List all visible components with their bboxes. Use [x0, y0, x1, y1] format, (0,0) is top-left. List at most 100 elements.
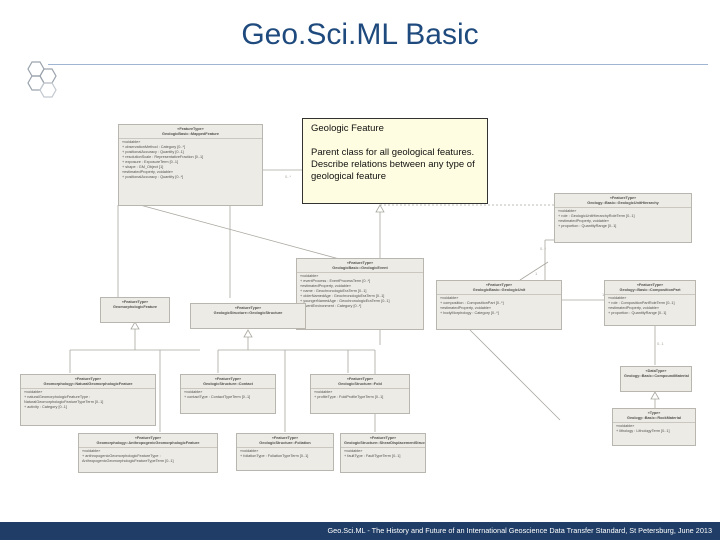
class-divider — [237, 447, 333, 448]
class-stereotype: «FeatureType» — [214, 377, 242, 381]
class-attribute: + shape : GM_Object [1] — [122, 165, 164, 169]
class-divider — [437, 294, 561, 295]
class-stereotype: «FeatureType» — [271, 436, 299, 440]
slide-title: Geo.Sci.ML Basic — [241, 18, 479, 51]
class-attribute: + positionalAccuracy : Quantity [0..1] — [122, 150, 184, 154]
class-stereotype: «FeatureType» — [346, 377, 374, 381]
class-attribute: + observationMethod : Category [0..*] — [122, 145, 186, 149]
class-attribute: + foliationType : FoliationTypeTerm [0..… — [240, 454, 309, 458]
class-name: GeomorphologicFeature — [112, 305, 158, 309]
class-name: GeologicBasic::MappedFeature — [162, 132, 219, 136]
class-name: Geology::Basic::CompoundMaterial — [624, 374, 689, 378]
class-name: GeologicStructure::Foliation — [259, 441, 311, 445]
class-divider — [311, 388, 409, 389]
class-attribute: + composition : CompositionPart [0..*] — [440, 301, 504, 305]
class-name: GeologicBasic::GeologicEvent — [332, 266, 388, 270]
class-divider — [119, 138, 262, 139]
class-name: Geology::Basic::RockMaterial — [626, 416, 681, 420]
class-contact: «FeatureType» GeologicStructure::Contact… — [180, 374, 276, 414]
class-attribute: + contactType : ContactTypeTerm [0..1] — [184, 395, 251, 399]
class-attribute: + olderNamedAge : GeochronologicEraTerm … — [300, 294, 385, 298]
class-stereotype: «Type» — [647, 411, 661, 415]
class-attribute: «voidable» — [184, 390, 203, 394]
class-attribute: «voidable» — [344, 449, 363, 453]
class-attribute: + role : GeologicUnitHierarchyRoleTerm [… — [558, 214, 635, 218]
class-attribute: «estimatedProperty, voidable» — [440, 306, 492, 310]
class-geologic-event: «FeatureType» GeologicBasic::GeologicEve… — [296, 258, 424, 330]
class-name: GeologicStructure::GeologicStructure — [213, 311, 283, 315]
class-rock-material: «Type» Geology::Basic::RockMaterial «voi… — [612, 408, 696, 446]
class-foliation: «FeatureType» GeologicStructure::Foliati… — [236, 433, 334, 471]
class-geologic-structure: «FeatureType» GeologicStructure::Geologi… — [190, 303, 306, 329]
class-name: Geomorphology::AnthropogenicGeomorpholog… — [96, 441, 200, 445]
class-attribute: «voidable» — [608, 296, 627, 300]
class-attribute: + naturalGeomorphologicFeatureType : Nat… — [24, 395, 104, 404]
class-attribute: + youngerNamedAge : GeochronologicEraTer… — [300, 299, 390, 303]
class-attribute: + positionalAccuracy : Quantity [0..*] — [122, 175, 184, 179]
class-stereotype: «DataType» — [645, 369, 667, 373]
class-natural-geomorphologic-feature: «FeatureType» Geomorphology::NaturalGeom… — [20, 374, 156, 426]
class-stereotype: «FeatureType» — [74, 377, 102, 381]
class-stereotype: «FeatureType» — [636, 283, 664, 287]
class-attribute: «estimatedProperty, voidable» — [558, 219, 610, 223]
class-composition-part: «FeatureType» Geology::Basic::Compositio… — [604, 280, 696, 326]
class-stereotype: «FeatureType» — [234, 306, 262, 310]
class-attribute: + faultType : FaultTypeTerm [0..1] — [344, 454, 401, 458]
class-shear-displacement-structure: «FeatureType» GeologicStructure::ShearDi… — [340, 433, 426, 473]
class-attribute: «voidable» — [122, 140, 141, 144]
class-name: Geomorphology::NaturalGeomorphologicFeat… — [43, 382, 133, 386]
class-stereotype: «FeatureType» — [485, 283, 513, 287]
class-compound-material: «DataType» Geology::Basic::CompoundMater… — [620, 366, 692, 392]
class-divider — [605, 294, 695, 295]
class-name: GeologicStructure::Fold — [338, 382, 382, 386]
class-attribute: «voidable» — [24, 390, 43, 394]
class-divider — [555, 207, 691, 208]
class-attribute: «estimatedProperty, voidable» — [122, 170, 174, 174]
class-attribute: + resolutionScale : RepresentativeFracti… — [122, 155, 204, 159]
class-attribute: «estimatedProperty, voidable» — [300, 284, 352, 288]
class-attribute: + name : GeochronologicEraTerm [0..1] — [300, 289, 367, 293]
class-attribute: + profileType : FoldProfileTypeTerm [0..… — [314, 395, 384, 399]
class-divider — [613, 422, 695, 423]
class-attribute: + proportion : QuantityRange [0..1] — [558, 224, 617, 228]
class-name: Geology::Basic::CompositionPart — [619, 288, 681, 292]
class-attribute: «voidable» — [558, 209, 577, 213]
class-attribute: «voidable» — [82, 449, 101, 453]
svg-text:0..1: 0..1 — [657, 341, 664, 346]
class-geomorphologic-feature: «FeatureType» GeomorphologicFeature — [100, 297, 170, 323]
geologic-feature-note: Geologic Feature Parent class for all ge… — [302, 118, 488, 204]
title-divider — [48, 64, 708, 65]
class-stereotype: «FeatureType» — [346, 261, 374, 265]
class-attribute: «estimatedProperty, voidable» — [608, 306, 660, 310]
class-attribute: + proportion : QuantityRange [0..1] — [608, 311, 667, 315]
svg-text:1: 1 — [535, 271, 538, 276]
class-stereotype: «FeatureType» — [609, 196, 637, 200]
class-attribute: + activity : Category [0..1] — [24, 405, 67, 409]
class-name: GeologicStructure::Contact — [203, 382, 253, 386]
class-attribute: «voidable» — [616, 424, 635, 428]
note-heading: Geologic Feature — [311, 123, 384, 134]
hexagon-logo-icon — [27, 61, 57, 98]
class-attribute: + eventEnvironment : Category [0..*] — [300, 304, 362, 308]
class-divider — [297, 272, 423, 273]
class-name: GeologicStructure::ShearDisplacementStru… — [344, 441, 426, 445]
class-attribute: «voidable» — [440, 296, 459, 300]
class-attribute: + lithology : LithologyTerm [0..1] — [616, 429, 670, 433]
class-attribute: + anthropogenicGeomorphologicFeatureType… — [82, 454, 174, 463]
class-attribute: + eventProcess : EventProcessTerm [0..*] — [300, 279, 371, 283]
class-geologic-unit-hierarchy: «FeatureType» Geology::Basic::GeologicUn… — [554, 193, 692, 243]
class-stereotype: «FeatureType» — [134, 436, 162, 440]
class-geologic-unit: «FeatureType» GeologicBasic::GeologicUni… — [436, 280, 562, 330]
class-attribute: «voidable» — [314, 390, 333, 394]
class-stereotype: «FeatureType» — [177, 127, 204, 131]
class-name: GeologicBasic::GeologicUnit — [472, 288, 526, 292]
class-stereotype: «FeatureType» — [121, 300, 149, 304]
class-attribute: «voidable» — [240, 449, 259, 453]
class-attribute: + bodyMorphology : Category [0..*] — [440, 311, 499, 315]
class-divider — [79, 447, 217, 448]
class-stereotype: «FeatureType» — [369, 436, 397, 440]
note-body: Parent class for all geological features… — [311, 147, 475, 182]
class-attribute: «voidable» — [300, 274, 319, 278]
class-divider — [21, 388, 155, 389]
svg-text:0..*: 0..* — [540, 246, 546, 251]
